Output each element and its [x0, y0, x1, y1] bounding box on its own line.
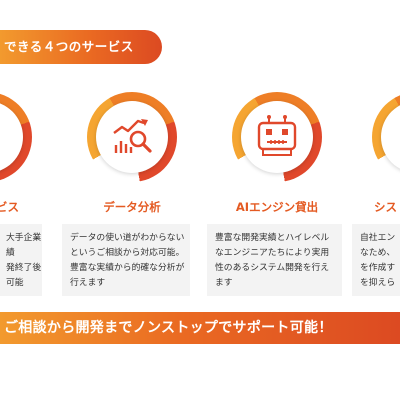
service-3-line: なエンジニアたちにより実用: [215, 248, 330, 258]
service-2-card: データの使い道がわからない というご相談から対応可能。 豊富な実績から的確な分析…: [62, 224, 190, 296]
service-1-line: 大手企業: [6, 233, 42, 243]
service-1-line: 績: [6, 248, 15, 258]
service-2-line: 行えます: [70, 278, 106, 288]
service-3-line: 性のあるシステム開発を行え: [215, 263, 330, 273]
footer-banner-text: ご相談から開発までノンストップでサポート可能！: [4, 320, 333, 336]
service-1-card: 大手企業 績 発終了後 可能: [0, 224, 42, 296]
service-4-line: なため、: [360, 248, 396, 258]
service-2-circle: [87, 92, 177, 182]
service-2-line: というご相談から対応可能。: [70, 248, 185, 258]
service-3-title: AIエンジン貸出: [235, 200, 319, 214]
service-3-circle: [232, 92, 322, 182]
service-4-title: シス: [374, 200, 397, 214]
header-banner: できる４つのサービス: [0, 30, 162, 64]
service-2-title: データ分析: [103, 200, 161, 214]
service-1-line: 可能: [6, 278, 24, 288]
service-2-line: データの使い道がわからない: [70, 233, 185, 243]
service-4-line: を抑えら: [360, 278, 396, 288]
robot-icon: [257, 115, 297, 156]
service-4-circle: [372, 92, 400, 182]
service-3-line: ます: [215, 278, 233, 288]
service-1-line: 発終了後: [6, 263, 42, 273]
service-4-line: 自社エン: [360, 233, 396, 243]
service-1-title: ビス: [0, 200, 19, 214]
service-1-circle: [0, 92, 32, 182]
service-4-card: 自社エン なため、 を作成す を抑えら: [352, 224, 400, 296]
header-banner-text: できる４つのサービス: [4, 39, 134, 54]
service-3-card: 豊富な開発実績とハイレベル なエンジニアたちにより実用 性のあるシステム開発を行…: [207, 224, 342, 296]
service-2-line: 豊富な実績から的確な分析が: [70, 263, 185, 273]
data-analysis-icon: [113, 119, 152, 153]
service-3-line: 豊富な開発実績とハイレベル: [215, 233, 330, 243]
footer-banner: ご相談から開発までノンストップでサポート可能！: [0, 312, 400, 344]
service-4-line: を作成す: [360, 263, 396, 273]
